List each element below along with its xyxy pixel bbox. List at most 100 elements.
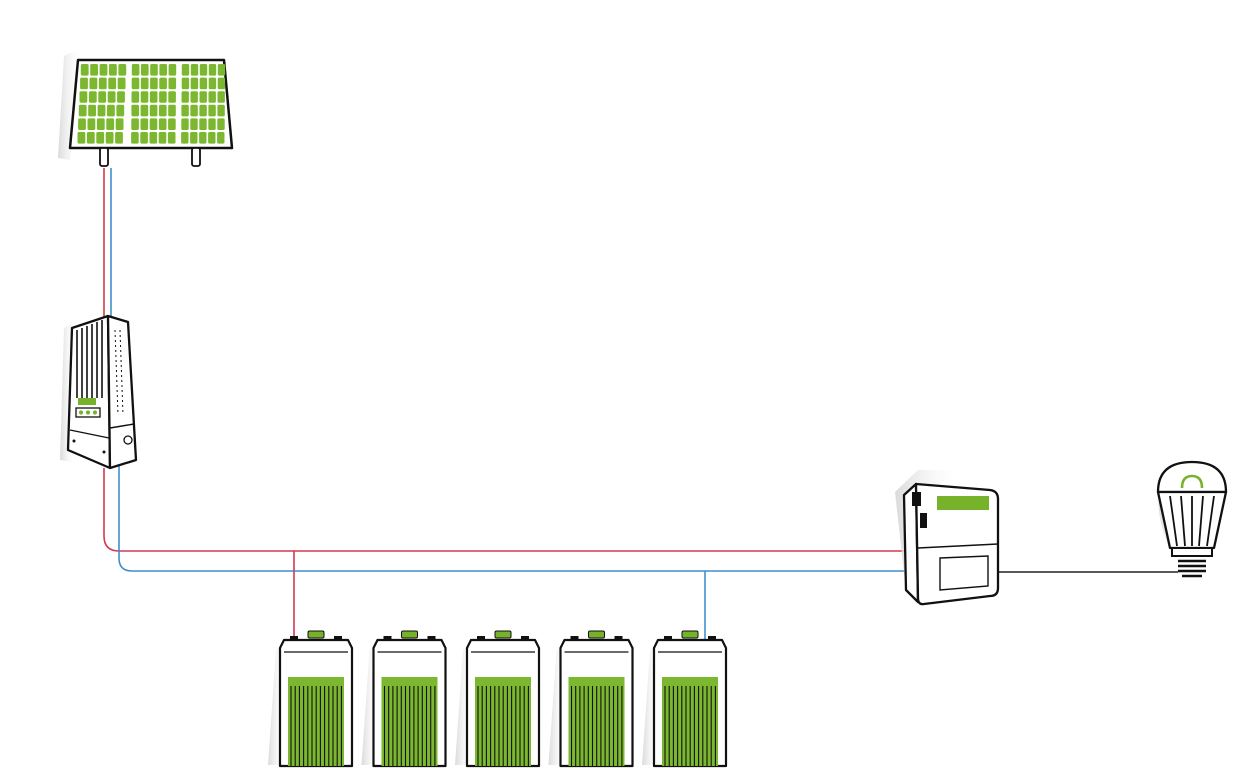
solar-cell	[208, 77, 217, 90]
solar-cell	[80, 77, 88, 90]
battery-icon	[361, 630, 447, 768]
solar-cells	[77, 64, 226, 144]
solar-cell	[90, 64, 98, 76]
inverter-icon	[895, 470, 1000, 606]
solar-cell	[98, 91, 107, 103]
battery-icon	[268, 630, 354, 768]
controller-side	[106, 314, 138, 470]
solar-cell	[159, 104, 167, 117]
solar-cell	[87, 118, 96, 130]
solar-cell	[167, 132, 176, 144]
panel-post-left	[99, 147, 109, 167]
solar-cell	[149, 132, 158, 144]
solar-cell	[131, 118, 139, 130]
solar-cell	[78, 118, 86, 130]
solar-cell	[199, 91, 207, 103]
battery-cap	[494, 630, 512, 639]
controller-port	[123, 435, 133, 445]
solar-cell	[140, 132, 148, 144]
solar-cell	[149, 118, 158, 130]
inverter-display	[937, 496, 989, 510]
solar-cell	[159, 91, 167, 103]
solar-cell	[158, 132, 167, 144]
solar-cell	[208, 132, 216, 144]
solar-cell	[109, 64, 117, 76]
solar-cell	[98, 77, 107, 90]
solar-cell	[77, 132, 86, 144]
solar-cell	[86, 132, 95, 144]
solar-cell	[140, 77, 149, 90]
solar-cell	[115, 118, 124, 130]
solar-cell	[140, 91, 149, 103]
solar-cell	[168, 64, 177, 76]
solar-cell	[168, 77, 177, 90]
solar-cell	[159, 64, 167, 76]
solar-cell	[190, 118, 198, 130]
dc-bus-positive-wire	[103, 468, 910, 552]
solar-cell	[190, 64, 199, 76]
solar-panel-icon	[58, 48, 234, 167]
solar-cell	[181, 132, 189, 144]
solar-cell	[168, 104, 176, 117]
solar-cell	[150, 64, 158, 76]
charge-controller-icon	[60, 314, 138, 470]
solar-cell	[108, 77, 117, 90]
controller-fins	[76, 320, 103, 398]
solar-cell	[181, 91, 189, 103]
solar-cell	[199, 132, 207, 144]
inverter-panel	[939, 555, 989, 591]
solar-cell	[190, 91, 198, 103]
solar-cell	[181, 118, 189, 130]
solar-cell	[149, 104, 158, 117]
solar-cell	[79, 91, 88, 103]
solar-cell	[131, 91, 140, 103]
solar-cell	[96, 132, 105, 144]
inverter-port-top	[912, 492, 921, 506]
solar-cell	[217, 132, 225, 144]
solar-cell	[199, 104, 207, 117]
solar-cell	[217, 64, 226, 76]
solar-cell	[116, 104, 125, 117]
solar-cell	[131, 64, 140, 76]
solar-cell	[190, 104, 198, 117]
battery-icon	[642, 630, 728, 768]
solar-cell	[168, 118, 176, 130]
solar-cell	[115, 132, 123, 144]
battery-bank	[268, 630, 728, 768]
battery-icon	[455, 630, 541, 768]
solar-cell	[97, 104, 106, 117]
panel-post-right	[191, 147, 201, 167]
battery-cap	[307, 630, 325, 639]
solar-cell	[168, 91, 176, 103]
solar-cell	[158, 118, 167, 130]
solar-cell	[140, 104, 149, 117]
solar-cell	[96, 118, 105, 130]
solar-cell	[181, 104, 189, 117]
solar-cell	[88, 104, 96, 117]
solar-cell	[159, 77, 167, 90]
solar-cell	[117, 77, 126, 90]
solar-cell	[99, 64, 108, 76]
dc-bus-negative-wire	[118, 466, 910, 572]
solar-cell	[131, 104, 139, 117]
solar-cell	[208, 118, 216, 130]
inverter-port-bottom	[920, 513, 927, 528]
solar-cell	[208, 91, 216, 103]
wiring	[103, 168, 1178, 640]
light-bulb-icon	[1156, 460, 1228, 578]
solar-cell	[150, 77, 158, 90]
solar-cell	[131, 132, 139, 144]
solar-cell	[88, 91, 97, 103]
solar-cell	[141, 64, 149, 76]
solar-cell	[89, 77, 98, 90]
solar-cell	[149, 91, 158, 103]
solar-cell	[106, 118, 115, 130]
solar-cell	[118, 64, 127, 76]
solar-cell	[199, 118, 207, 130]
solar-cell	[217, 77, 226, 90]
solar-cell	[140, 118, 149, 130]
controller-display	[78, 398, 96, 405]
solar-cell	[190, 132, 198, 144]
solar-cell	[107, 91, 116, 103]
battery-cap	[588, 630, 605, 639]
